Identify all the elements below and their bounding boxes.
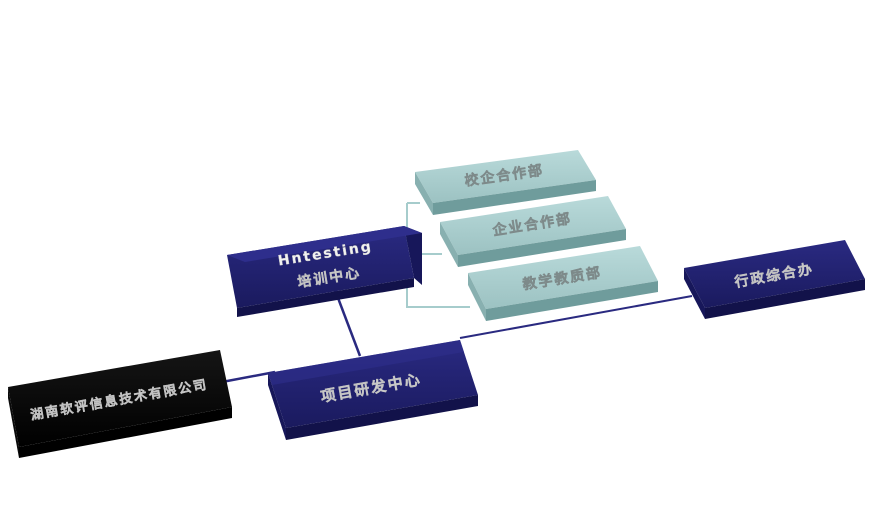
- connector-company-rnd: [221, 370, 276, 384]
- node-company[interactable]: 湖南软评信息技术有限公司: [8, 350, 232, 458]
- node-school-enterprise[interactable]: 校企合作部: [415, 150, 596, 215]
- node-admin-office[interactable]: 行政综合办: [684, 240, 865, 319]
- connector-training-rnd: [333, 289, 362, 357]
- connector-rnd-admin: [459, 295, 693, 339]
- node-training-center[interactable]: Hntesting 培训中心: [227, 226, 422, 317]
- node-enterprise-coop[interactable]: 企业合作部: [440, 196, 626, 267]
- node-teaching-dept[interactable]: 教学教质部: [468, 246, 658, 321]
- node-rnd-center[interactable]: 项目研发中心: [268, 340, 478, 440]
